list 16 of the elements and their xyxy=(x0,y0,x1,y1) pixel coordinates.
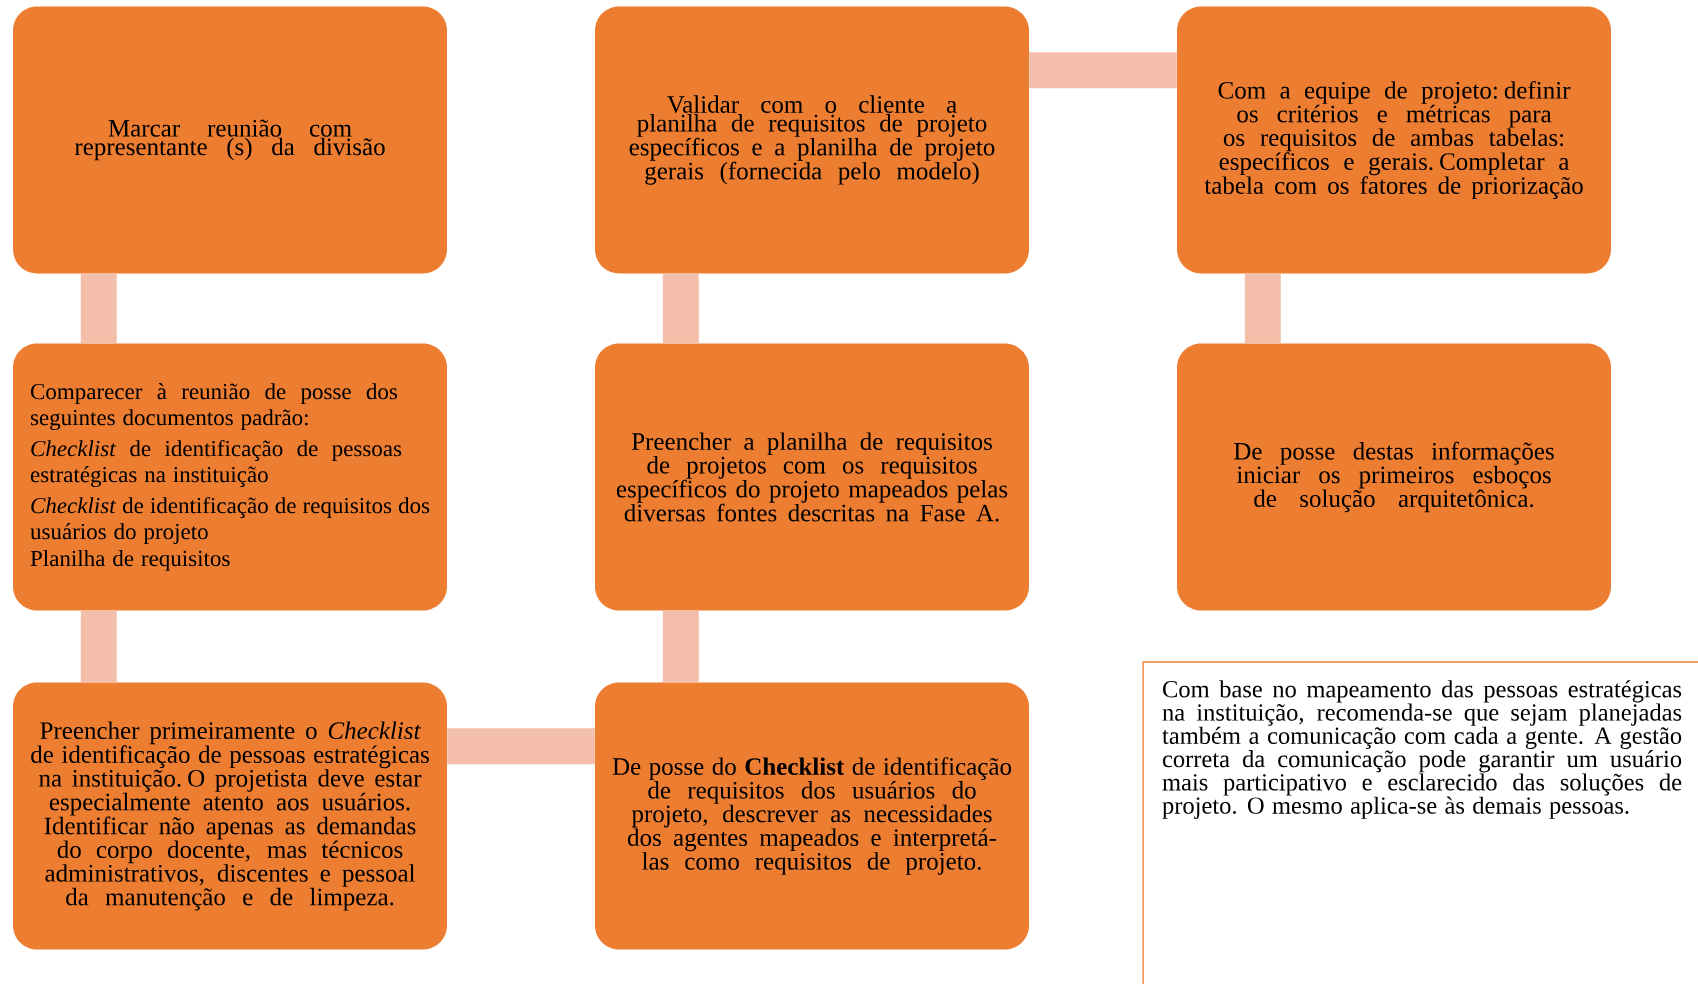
connector-bar xyxy=(80,273,117,344)
process-box: Preencher a planilha de requisitos de projetos com os requisitos específicos do projeto mapeados pelas diversas fontes descritas na Fase A. xyxy=(595,343,1029,611)
connector-bar xyxy=(1029,52,1177,89)
process-box: De posse destas informações iniciar os primeiros esboços de solução arquitetônica. xyxy=(1177,343,1611,611)
process-box: Comparecer à reunião de posse dos seguintes documentos padrão: Checklist de identificação de pessoas estratégicas na instituição Checklist de identificação de requisitos dos usuários do projeto Planilha de requisitos xyxy=(13,343,447,611)
connector-bar xyxy=(80,610,117,683)
connector-bar xyxy=(662,610,699,683)
process-box: De posse do Checklist de identificação de requisitos dos usuários do projeto, descrever as necessidades dos agentes mapeados e interpretá-las como requisitos de projeto. xyxy=(595,682,1029,950)
connector-bar xyxy=(662,273,699,344)
connector-bar xyxy=(447,728,595,765)
process-box: Marcar reunião com representante (s) da divisão xyxy=(13,6,447,274)
connector-bar xyxy=(1244,273,1281,344)
process-box: Com a equipe de projeto: definir os critérios e métricas para os requisitos de ambas tabelas: específicos e gerais. Completar a tabela com os fatores de priorização xyxy=(1177,6,1611,274)
process-box: Validar com o cliente a planilha de requisitos de projeto específicos e a planilha de projeto gerais (fornecida pelo modelo) xyxy=(595,6,1029,274)
process-box: Preencher primeiramente o Checklist de identificação de pessoas estratégicas na instituição. O projetista deve estar especialmente atento aos usuários. Identificar não apenas as demandas do corpo docente, mas técnicos administrativos, discentes e pessoal da manutenção e de limpeza. xyxy=(13,682,447,950)
note-box: Com base no mapeamento das pessoas estratégicas na instituição, recomenda-se que sejam planejadas também a comunicação com cada a gente. A gestão correta da comunicação pode garantir um usuário mais participativo e esclarecido das soluções de projeto. O mesmo aplica-se às demais pessoas. xyxy=(1142,661,1698,984)
